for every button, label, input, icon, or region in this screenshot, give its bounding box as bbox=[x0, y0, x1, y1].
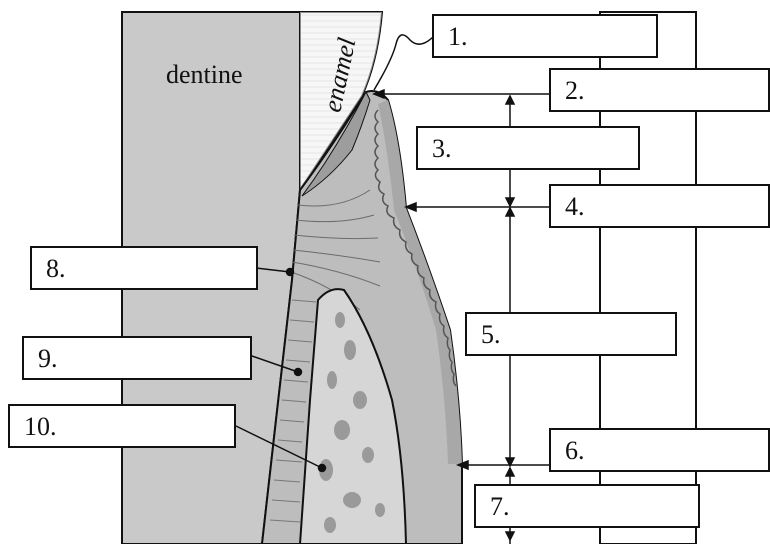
dentine-label: dentine bbox=[166, 60, 243, 90]
answer-box-1[interactable]: 1. bbox=[432, 14, 658, 58]
answer-box-3-number: 3. bbox=[432, 136, 452, 162]
answer-box-9[interactable]: 9. bbox=[22, 336, 252, 380]
answer-box-7[interactable]: 7. bbox=[474, 484, 700, 528]
answer-box-8[interactable]: 8. bbox=[30, 246, 258, 290]
answer-box-5-number: 5. bbox=[481, 322, 501, 348]
answer-box-5[interactable]: 5. bbox=[465, 312, 677, 356]
answer-box-7-number: 7. bbox=[490, 494, 510, 520]
answer-box-6-number: 6. bbox=[565, 438, 585, 464]
answer-box-10[interactable]: 10. bbox=[8, 404, 236, 448]
answer-box-1-number: 1. bbox=[448, 24, 468, 50]
answer-box-3[interactable]: 3. bbox=[416, 126, 640, 170]
answer-box-10-number: 10. bbox=[24, 414, 57, 440]
answer-box-2[interactable]: 2. bbox=[549, 68, 770, 112]
leader-box-1 bbox=[374, 35, 434, 90]
answer-box-6[interactable]: 6. bbox=[549, 428, 770, 472]
answer-box-9-number: 9. bbox=[38, 346, 58, 372]
answer-box-4-number: 4. bbox=[565, 194, 585, 220]
answer-box-2-number: 2. bbox=[565, 78, 585, 104]
answer-box-4[interactable]: 4. bbox=[549, 184, 770, 228]
answer-box-8-number: 8. bbox=[46, 256, 66, 282]
